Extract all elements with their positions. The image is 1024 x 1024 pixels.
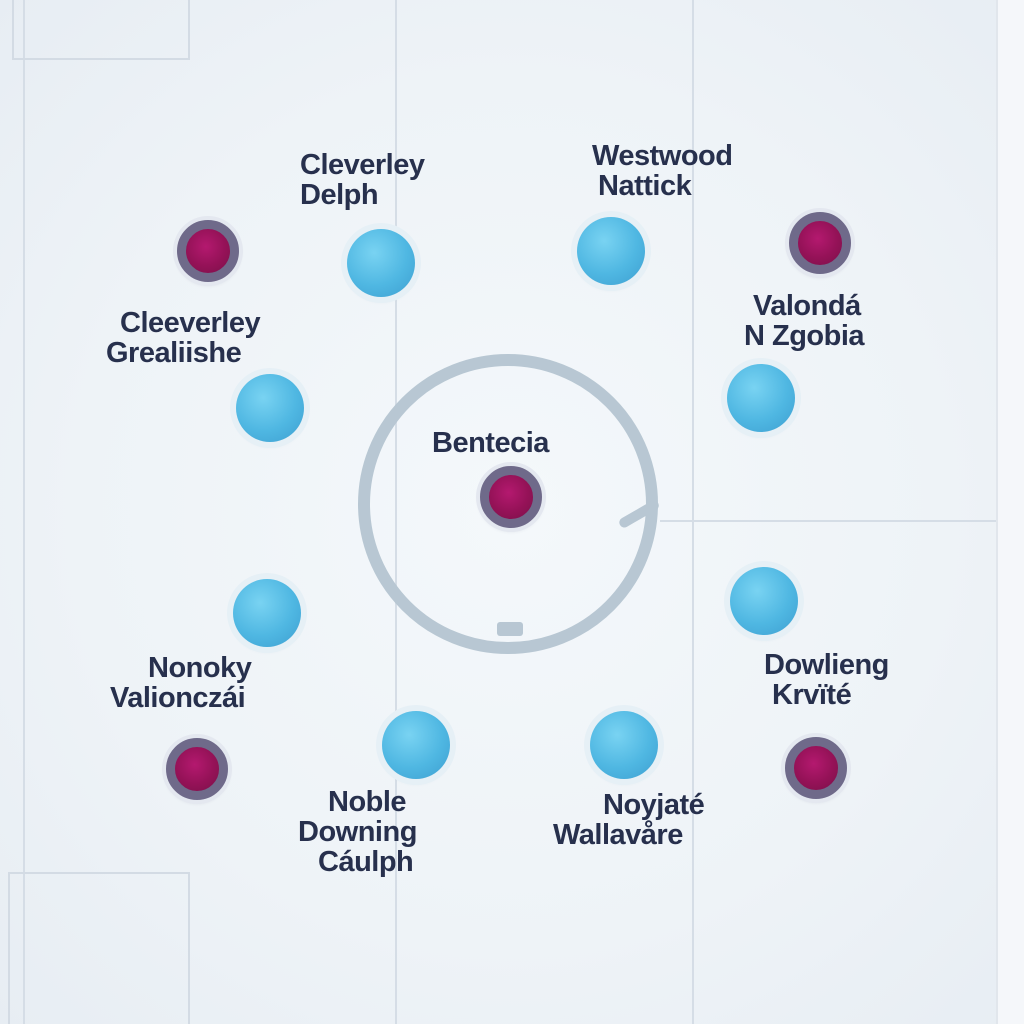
right-edge-strip [996, 0, 1024, 1024]
player-node[interactable] [347, 229, 415, 297]
marker-node[interactable] [166, 738, 228, 800]
pitch-line-midfield [660, 520, 998, 522]
label-noble-downing-caulph: Noble Downing Cáulph [298, 786, 417, 878]
player-node[interactable] [577, 217, 645, 285]
marker-node[interactable] [785, 737, 847, 799]
label-noyjate-wallavare: Noyjaté Wallavåre [553, 789, 705, 851]
label-cleeverley-grealiishe: Cleeverley Grealiishe [106, 307, 261, 369]
center-circle-notch [497, 622, 523, 636]
pitch-line-left [23, 0, 25, 1024]
player-node[interactable] [382, 711, 450, 779]
label-bentecia: Bentecia [432, 427, 549, 459]
player-node[interactable] [590, 711, 658, 779]
player-node[interactable] [727, 364, 795, 432]
pitch-box-top-left [12, 0, 190, 60]
player-node[interactable] [730, 567, 798, 635]
player-node[interactable] [236, 374, 304, 442]
label-westwood-nattick: Westwood Nattick [592, 140, 733, 202]
pitch-line-center-right [692, 0, 694, 1024]
label-dowlieng-krvite: Dowlieng Krvïté [764, 649, 889, 711]
label-valonda-zgobia: Valondá N Zgobia [744, 290, 865, 352]
pitch-box-bottom-left [8, 872, 190, 1024]
marker-node-center[interactable] [480, 466, 542, 528]
player-node[interactable] [233, 579, 301, 647]
marker-node[interactable] [177, 220, 239, 282]
label-cleverley-delph: Cleverley Delph [300, 149, 425, 211]
marker-node[interactable] [789, 212, 851, 274]
label-nonoky-valionczai: Nonoky Valionczái [110, 652, 252, 714]
